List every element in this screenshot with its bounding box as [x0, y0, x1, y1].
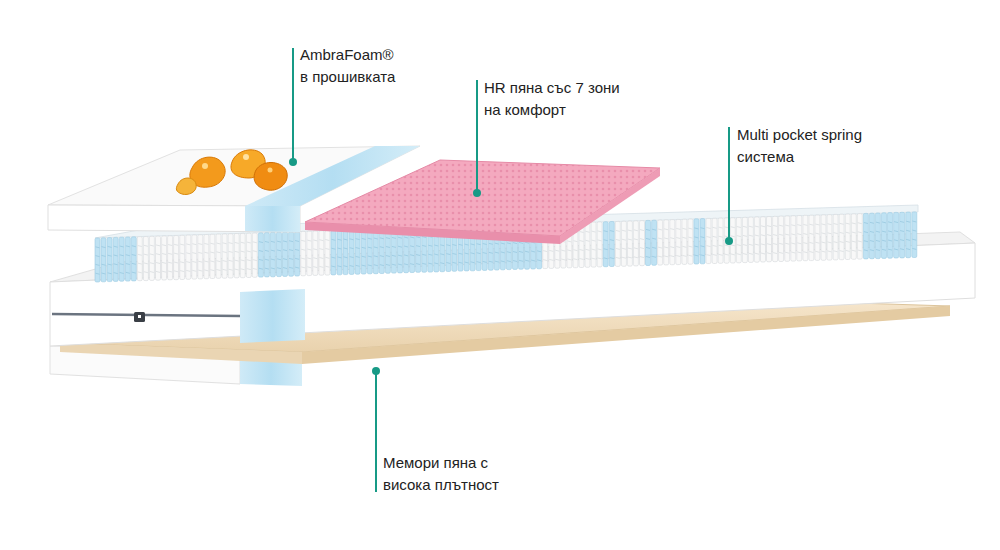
callout-label: Multi pocket spring система [737, 124, 877, 168]
callout-label: Мемори пяна с висока плътност [383, 452, 513, 496]
callout-label: HR пяна със 7 зони на комфорт [484, 77, 639, 121]
callout-label: AmbraFoam® в прошивката [300, 44, 400, 88]
amber-pieces [176, 150, 287, 195]
leader-lines [289, 48, 733, 492]
top-cover-layer [48, 146, 420, 232]
